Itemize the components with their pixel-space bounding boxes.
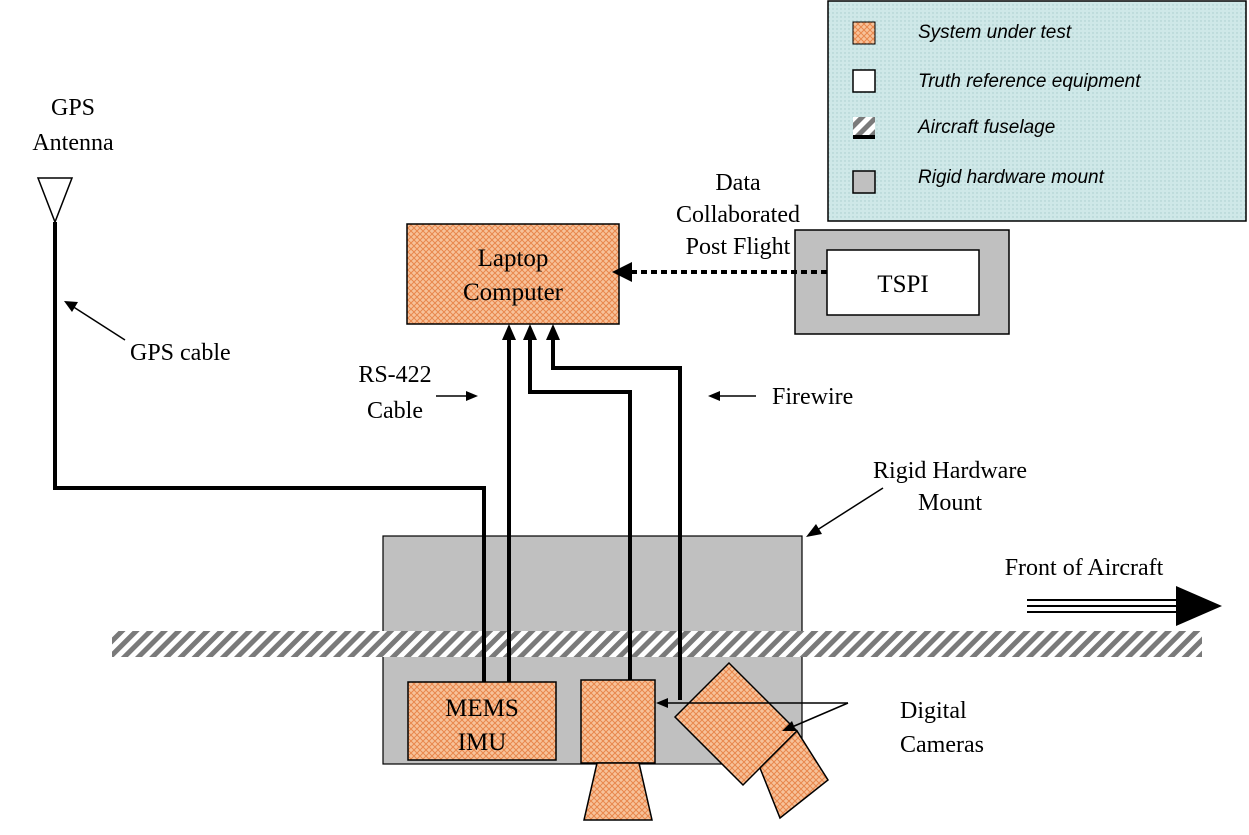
- rigid-mount-pointer: [813, 487, 884, 533]
- laptop-label-line1: Laptop: [478, 245, 549, 272]
- legend-label-fuselage: Aircraft fuselage: [917, 117, 1055, 138]
- mems-imu-box: [407, 681, 557, 761]
- tspi-label: TSPI: [877, 271, 928, 298]
- post-flight-arrowhead: [612, 262, 632, 282]
- legend-swatch-mount: [852, 170, 876, 194]
- gps-antenna-label-line1: GPS: [51, 95, 95, 121]
- gps-cable-pointer-head: [64, 301, 78, 312]
- imu-label-line1: MEMS: [445, 695, 519, 722]
- legend-swatch-system: [852, 21, 876, 45]
- digital-cameras-label-line1: Digital: [900, 698, 967, 724]
- laptop-label-line2: Computer: [463, 279, 564, 306]
- legend-label-truth: Truth reference equipment: [918, 71, 1141, 92]
- imu-label-line2: IMU: [458, 729, 507, 756]
- firewire-label: Firewire: [772, 384, 853, 410]
- firewire-cable-1: [528, 336, 632, 682]
- rs422-pointer-head: [466, 391, 478, 401]
- firewire-1-arrowhead: [523, 324, 537, 340]
- legend-label-system: System under test: [918, 22, 1072, 43]
- laptop-computer-box: [406, 223, 620, 325]
- digital-cameras-label-line2: Cameras: [900, 732, 984, 758]
- gps-antenna-icon: [36, 177, 74, 225]
- data-note-line1: Data: [715, 170, 761, 196]
- rs422-arrowhead: [502, 324, 516, 340]
- gps-antenna-label-line2: Antenna: [32, 130, 114, 156]
- firewire-pointer-head: [708, 391, 720, 401]
- front-arrowhead: [1176, 586, 1222, 626]
- legend-label-mount: Rigid hardware mount: [918, 167, 1105, 188]
- legend-swatch-fuselage: [853, 117, 875, 135]
- camera-1-body: [580, 679, 656, 764]
- legend: System under test Truth reference equipm…: [827, 0, 1247, 222]
- camera-2: [673, 661, 829, 820]
- rs422-label-line2: Cable: [367, 398, 423, 424]
- firewire-2-arrowhead: [546, 324, 560, 340]
- front-of-aircraft-label: Front of Aircraft: [1005, 555, 1164, 581]
- tspi-box: [826, 249, 980, 316]
- firewire-cable-2: [551, 336, 682, 700]
- gps-cable: [53, 222, 486, 682]
- legend-box: [827, 0, 1247, 222]
- rigid-mount-label-line2: Mount: [918, 490, 982, 516]
- rigid-mount-pointer-head: [806, 524, 822, 537]
- cameras-pointer-2: [791, 702, 849, 728]
- data-note-line3: Post Flight: [686, 234, 791, 260]
- gps-cable-label: GPS cable: [130, 340, 231, 366]
- legend-swatch-fuselage-base: [853, 135, 875, 139]
- camera-1-lens: [583, 762, 653, 821]
- aircraft-fuselage: [112, 631, 1202, 657]
- gps-cable-pointer: [71, 305, 126, 341]
- legend-swatch-truth: [852, 69, 876, 93]
- camera-2-lens: [759, 729, 829, 820]
- data-note-line2: Collaborated: [676, 202, 800, 228]
- cameras-pointer-2-head: [782, 721, 796, 731]
- rigid-mount-label-line1: Rigid Hardware: [873, 458, 1027, 484]
- cameras-pointer-1-head: [656, 698, 668, 708]
- rs422-label-line1: RS-422: [358, 362, 431, 388]
